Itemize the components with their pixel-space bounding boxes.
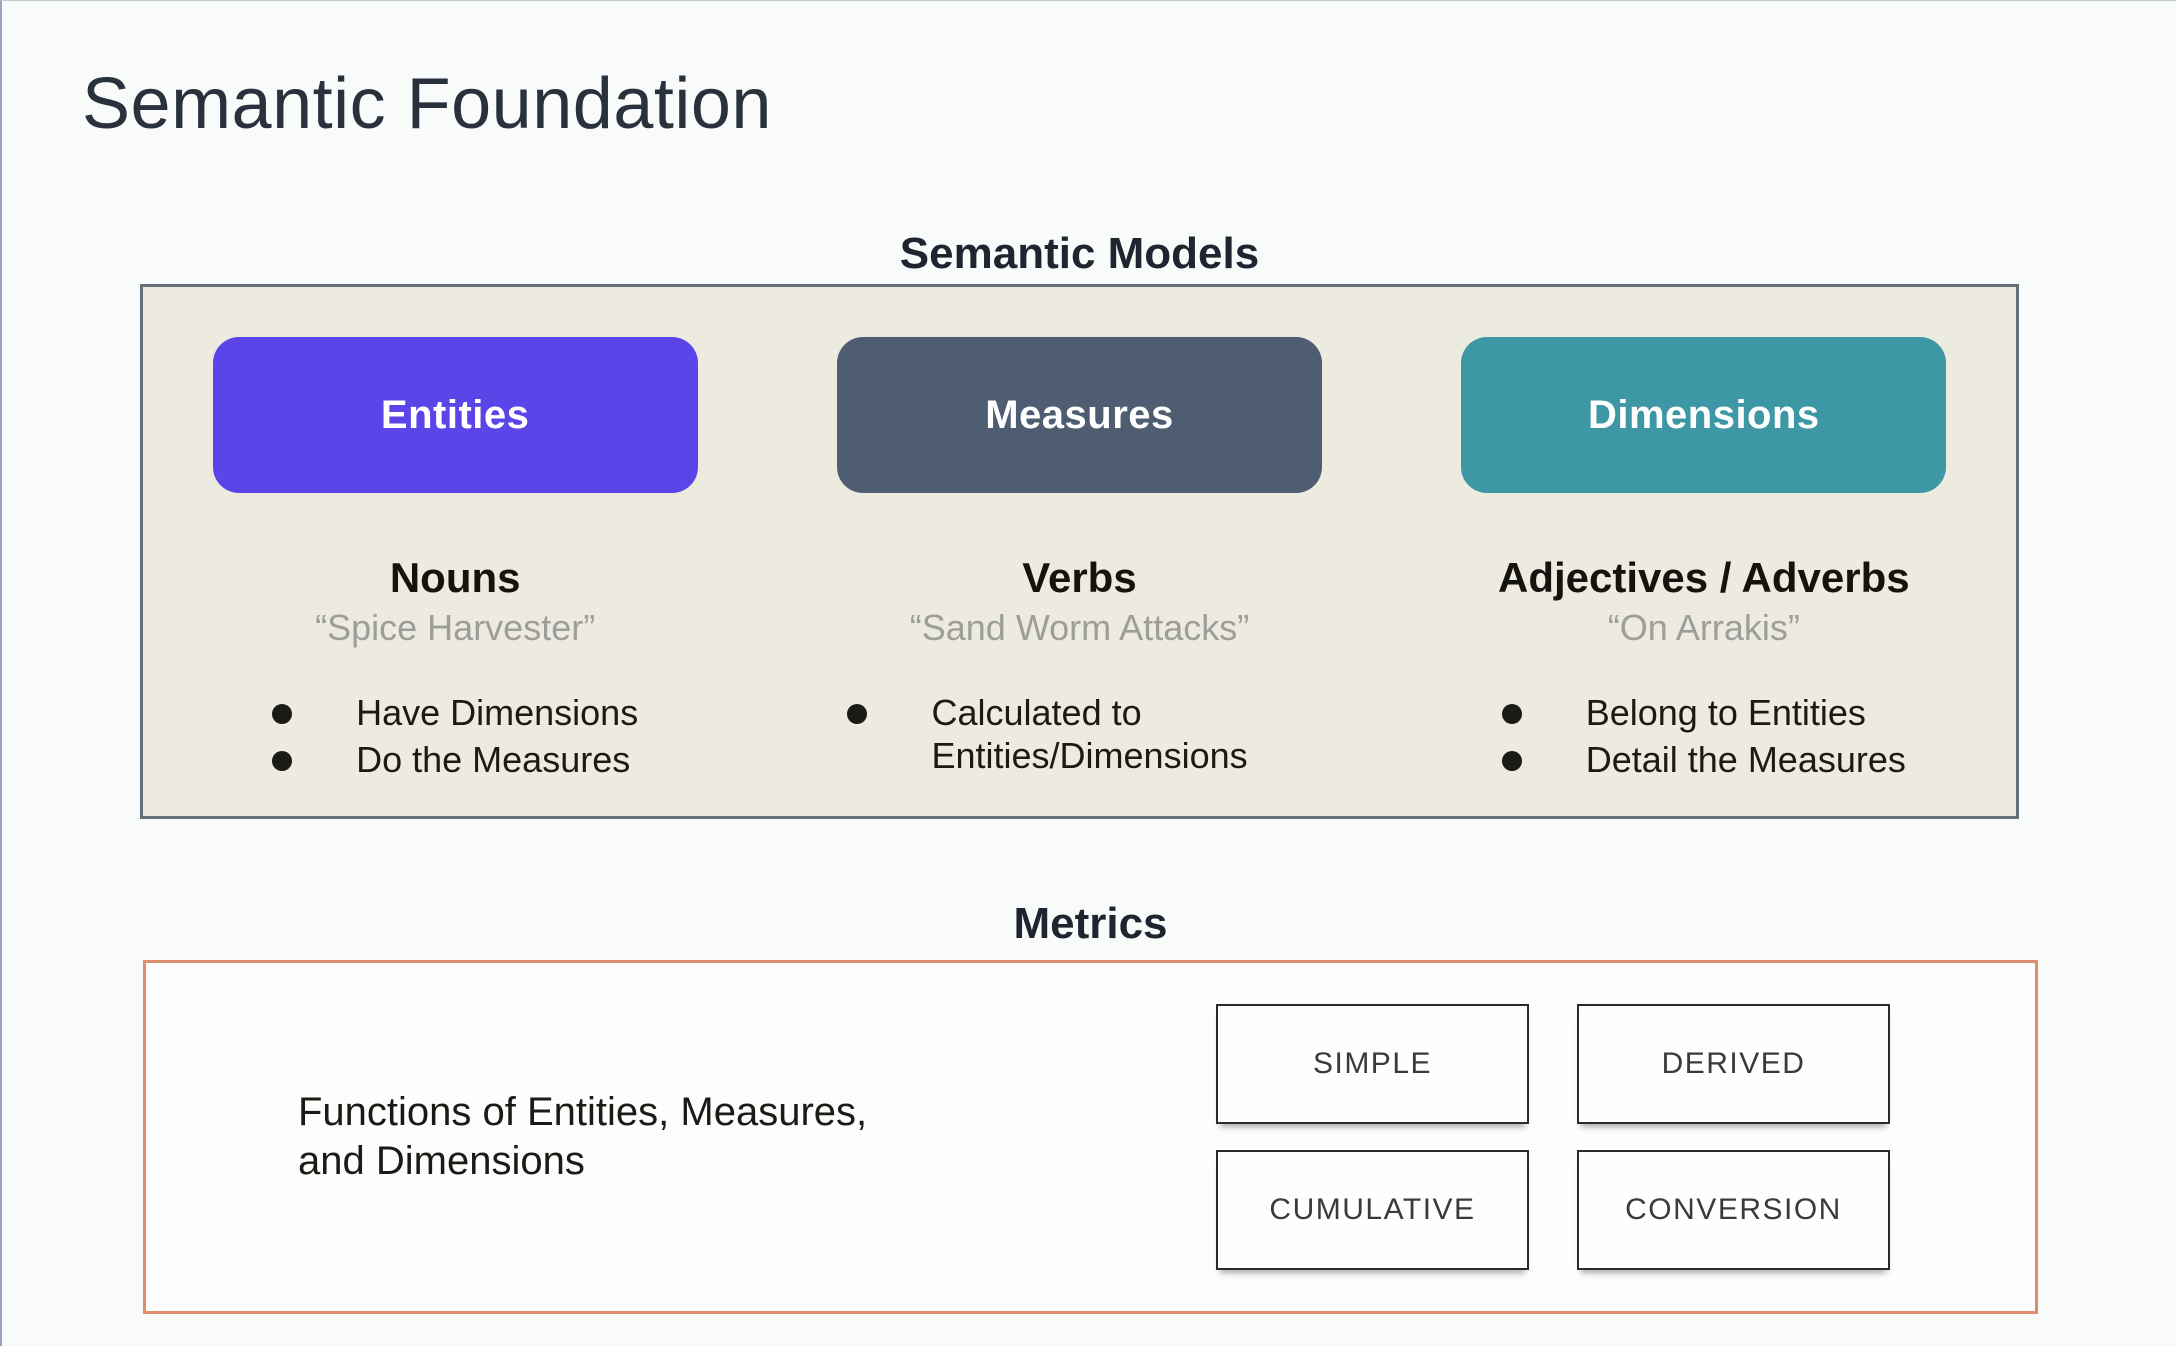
list-item: Have Dimensions [272, 691, 638, 735]
bullet-icon [1501, 751, 1522, 772]
list-item: Do the Measures [272, 738, 638, 782]
bullet-label: Do the Measures [356, 739, 631, 781]
list-item: Belong to Entities [1501, 691, 1906, 735]
list-item: Detail the Measures [1501, 738, 1906, 782]
bullet-icon [272, 751, 293, 772]
bullet-label: Detail the Measures [1585, 739, 1906, 781]
semantic-models-heading: Semantic Models [899, 229, 1260, 278]
dimensions-card: Dimensions [1461, 337, 1947, 493]
metric-type-derived: DERIVED [1577, 1004, 1890, 1124]
list-item: Calculated to Entities/Dimensions [847, 691, 1311, 779]
entities-term: Nouns [389, 554, 521, 601]
entities-card: Entities [212, 337, 698, 493]
dimensions-bullet-list: Belong to Entities Detail the Measures [1501, 691, 1906, 783]
metrics-heading: Metrics [1013, 899, 1168, 948]
bullet-icon [272, 703, 293, 724]
measures-quote: “Sand Worm Attacks” [909, 607, 1250, 649]
metric-type-cumulative: CUMULATIVE [1216, 1150, 1529, 1270]
bullet-label: Have Dimensions [356, 691, 639, 733]
entities-column: Entities Nouns “Spice Harvester” Have Di… [143, 287, 767, 816]
entities-quote: “Spice Harvester” [315, 607, 596, 649]
metrics-description: Functions of Entities, Measures, and Dim… [298, 1088, 867, 1186]
entities-bullet-list: Have Dimensions Do the Measures [272, 691, 638, 783]
bullet-icon [847, 703, 868, 724]
metric-type-conversion: CONVERSION [1577, 1150, 1890, 1270]
bullet-label: Calculated to Entities/Dimensions [931, 691, 1248, 777]
metric-types-grid: SIMPLE DERIVED CUMULATIVE CONVERSION [1216, 1004, 1890, 1270]
dimensions-quote: “On Arrakis” [1607, 607, 1800, 649]
bullet-icon [1501, 703, 1522, 724]
metrics-description-line: Functions of Entities, Measures, [298, 1090, 868, 1135]
measures-bullet-list: Calculated to Entities/Dimensions [847, 691, 1311, 779]
measures-column: Measures Verbs “Sand Worm Attacks” Calcu… [767, 287, 1391, 816]
metrics-panel: Functions of Entities, Measures, and Dim… [143, 960, 2038, 1314]
measures-term: Verbs [1022, 554, 1137, 601]
dimensions-column: Dimensions Adjectives / Adverbs “On Arra… [1392, 287, 2016, 816]
measures-card: Measures [836, 337, 1322, 493]
bullet-label: Belong to Entities [1585, 691, 1866, 733]
metrics-description-line: and Dimensions [298, 1139, 585, 1183]
semantic-models-panel: Entities Nouns “Spice Harvester” Have Di… [140, 284, 2019, 819]
dimensions-term: Adjectives / Adverbs [1498, 554, 1910, 601]
page-title: Semantic Foundation [82, 64, 772, 144]
metric-type-simple: SIMPLE [1216, 1004, 1529, 1124]
